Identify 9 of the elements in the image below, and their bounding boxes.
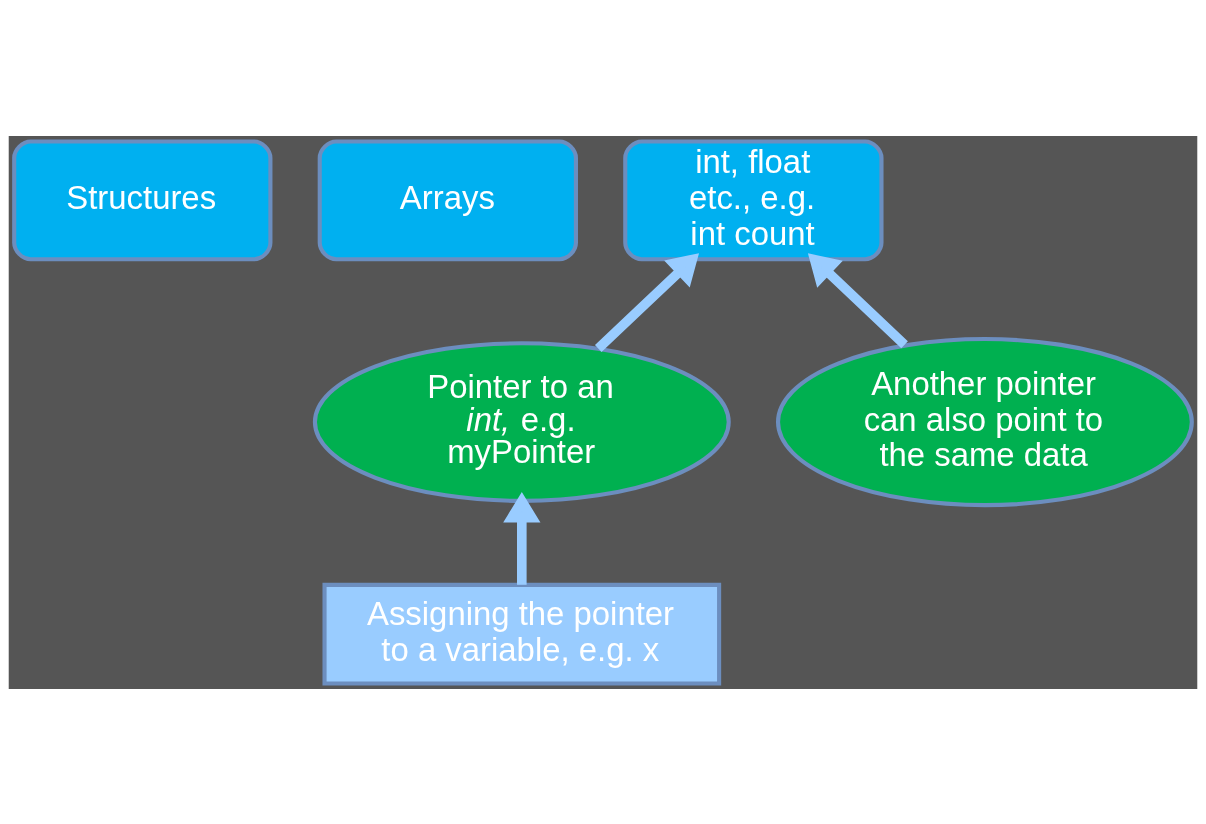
- arrow: [807, 252, 908, 348]
- node-box: Assigning the pointer to a variable, e.g. x: [322, 582, 722, 686]
- node-ellipse: Another pointer can also point to the same data: [775, 336, 1194, 507]
- node-box: Structures: [12, 138, 273, 261]
- arrow: [595, 252, 700, 352]
- node-box: Arrays: [317, 138, 578, 261]
- node-ellipse: Pointer to an int, e.g. myPointer: [312, 340, 731, 503]
- arrow: [503, 491, 541, 585]
- node-box: int, float etc., e.g. int count: [623, 138, 884, 261]
